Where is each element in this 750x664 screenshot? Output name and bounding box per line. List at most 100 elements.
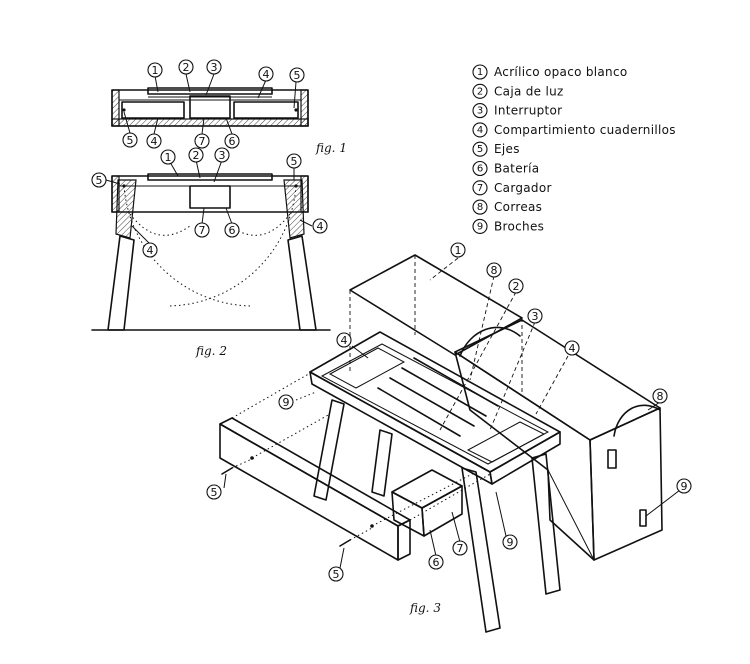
- legend-item-8-label: Correas: [494, 200, 542, 214]
- svg-text:6: 6: [229, 224, 236, 237]
- svg-text:4: 4: [317, 220, 324, 233]
- fig2-label: fig. 2: [195, 344, 227, 358]
- fig1-callout-4: 4: [146, 133, 162, 149]
- fig3-label: fig. 3: [409, 601, 441, 615]
- fig2-callout-2: 2: [188, 147, 204, 163]
- fig3-callout-2: 2: [508, 278, 524, 294]
- fig3-callout-9: 9: [278, 394, 294, 410]
- svg-text:5: 5: [96, 174, 103, 187]
- fig3-callout-6: 6: [428, 554, 444, 570]
- fig1-callout-5: 5: [122, 132, 138, 148]
- svg-text:2: 2: [477, 86, 483, 97]
- legend-item-9-number: 9: [472, 218, 488, 234]
- svg-text:5: 5: [477, 144, 483, 155]
- fig2-callout-5: 5: [286, 153, 302, 169]
- legend-item-5-number: 5: [472, 141, 488, 157]
- svg-text:1: 1: [477, 67, 483, 78]
- svg-text:4: 4: [147, 244, 154, 257]
- svg-text:5: 5: [211, 486, 218, 499]
- legend-item-6-number: 6: [472, 160, 488, 177]
- legend-item-8-number: 8: [472, 199, 488, 215]
- fig3-callout-9: 9: [502, 534, 518, 550]
- svg-text:2: 2: [183, 61, 190, 74]
- fig2-callout-5: 5: [91, 172, 107, 188]
- fig3-callout-7: 7: [452, 540, 468, 556]
- fig2-callout-4: 4: [142, 242, 158, 258]
- fig3-callout-5: 5: [206, 484, 222, 500]
- svg-text:2: 2: [513, 280, 520, 293]
- svg-text:8: 8: [477, 202, 483, 213]
- fig3-callout-8: 8: [486, 262, 502, 278]
- fig3-callout-5: 5: [328, 566, 344, 582]
- legend-item-3-label: Interruptor: [494, 104, 562, 118]
- legend-item-6-label: Batería: [494, 162, 539, 176]
- fig2-callout-3: 3: [214, 147, 230, 163]
- svg-text:8: 8: [657, 390, 664, 403]
- fig1-callout-2: 2: [178, 59, 194, 75]
- fig1-callout-4: 4: [258, 66, 274, 82]
- fig2-callout-4: 4: [312, 218, 328, 234]
- legend-item-4-label: Compartimiento cuadernillos: [494, 123, 676, 137]
- fig1-label: fig. 1: [315, 141, 347, 155]
- fig1-callout-7: 7: [194, 133, 210, 149]
- legend-item-7-number: 7: [472, 180, 488, 196]
- svg-text:6: 6: [229, 135, 236, 148]
- legend-item-5-label: Ejes: [494, 142, 520, 156]
- svg-text:9: 9: [681, 480, 688, 493]
- fig2-stand-drawing: [91, 159, 331, 331]
- svg-text:7: 7: [477, 183, 483, 194]
- legend: 1 Acrílico opaco blanco 2 Caja de luz 3 Inter…: [472, 64, 676, 234]
- svg-text:4: 4: [477, 125, 483, 136]
- fig3-callout-3: 3: [527, 308, 543, 324]
- fig1-callout-5: 5: [289, 67, 305, 83]
- svg-text:4: 4: [341, 334, 348, 347]
- svg-text:7: 7: [457, 542, 464, 555]
- svg-text:3: 3: [219, 149, 226, 162]
- svg-text:9: 9: [477, 221, 483, 232]
- fig1-callouts: 1 2 3 4 5 5 4 7 6: [122, 59, 305, 149]
- fig2-callout-1: 1: [160, 149, 176, 165]
- fig2-callouts: 1 2 3 5 5 4 4 7 6: [91, 147, 328, 258]
- svg-text:1: 1: [165, 151, 172, 164]
- fig1-callout-6: 6: [224, 133, 240, 149]
- fig3-callout-9: 9: [676, 478, 692, 494]
- svg-text:9: 9: [283, 396, 290, 409]
- legend-item-1-label: Acrílico opaco blanco: [494, 65, 628, 79]
- fig2-callout-7: 7: [194, 222, 210, 238]
- fig1-section-drawing: [111, 73, 309, 135]
- legend-item-2-label: Caja de luz: [494, 84, 564, 98]
- fig3-callout-8: 8: [652, 388, 668, 404]
- legend-item-3-number: 3: [472, 103, 488, 119]
- svg-text:5: 5: [333, 568, 340, 581]
- svg-text:7: 7: [199, 224, 206, 237]
- fig2-callout-6: 6: [224, 222, 240, 238]
- fig1-callout-3: 3: [206, 59, 222, 75]
- fig3-callout-4: 4: [564, 340, 580, 356]
- svg-text:5: 5: [127, 134, 134, 147]
- fig1-callout-1: 1: [147, 62, 163, 78]
- svg-text:1: 1: [455, 244, 462, 257]
- svg-text:8: 8: [491, 264, 498, 277]
- legend-item-1-number: 1: [472, 64, 488, 80]
- legend-item-7-label: Cargador: [494, 181, 552, 195]
- svg-text:3: 3: [211, 61, 218, 74]
- svg-text:4: 4: [151, 135, 158, 148]
- svg-text:5: 5: [291, 155, 298, 168]
- svg-text:6: 6: [477, 164, 483, 175]
- legend-item-9-label: Broches: [494, 219, 544, 233]
- fig3-callout-1: 1: [450, 242, 466, 258]
- svg-text:1: 1: [152, 64, 159, 77]
- svg-text:5: 5: [294, 69, 301, 82]
- svg-text:9: 9: [507, 536, 514, 549]
- legend-item-4-number: 4: [472, 122, 488, 138]
- legend-item-2-number: 2: [472, 83, 488, 99]
- svg-text:6: 6: [433, 556, 440, 569]
- fig3-callouts: 1 8 2 3 4 4 9 5 5 7 6 9 8 9: [206, 242, 692, 582]
- svg-text:2: 2: [193, 149, 200, 162]
- svg-text:3: 3: [532, 310, 539, 323]
- svg-text:4: 4: [263, 68, 270, 81]
- svg-text:3: 3: [477, 106, 483, 117]
- fig3-exploded-drawing: [219, 254, 681, 633]
- fig3-callout-4: 4: [336, 332, 352, 348]
